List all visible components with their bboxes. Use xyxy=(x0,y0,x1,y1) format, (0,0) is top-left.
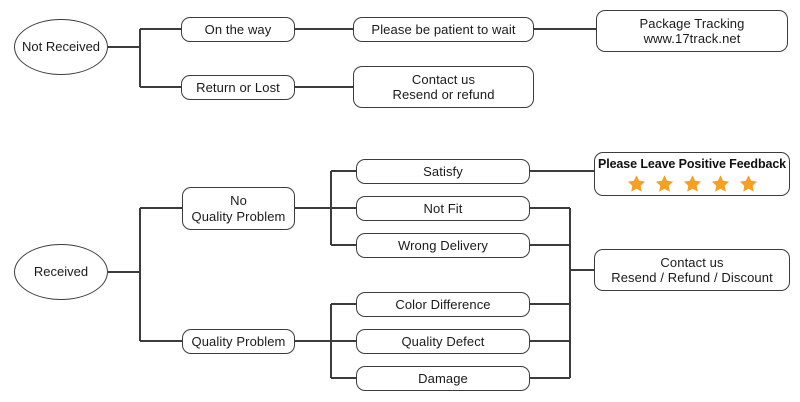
node-not-fit-label: Not Fit xyxy=(423,200,463,216)
node-quality-problem-label: Quality Problem xyxy=(191,333,286,349)
node-contact-discount-line2: Resend / Refund / Discount xyxy=(611,270,773,285)
star-icon[interactable] xyxy=(627,174,646,193)
node-package-tracking[interactable]: Package Tracking www.17track.net xyxy=(596,10,788,52)
star-rating[interactable] xyxy=(627,174,758,193)
node-contact-resend-refund-line1: Contact us xyxy=(411,71,476,87)
node-satisfy-label: Satisfy xyxy=(423,163,463,179)
node-on-the-way-label: On the way xyxy=(204,21,272,37)
node-wrong-delivery[interactable]: Wrong Delivery xyxy=(356,233,530,258)
node-contact-resend-refund-discount[interactable]: Contact us Resend / Refund / Discount xyxy=(594,249,790,291)
node-quality-problem[interactable]: Quality Problem xyxy=(182,329,295,354)
star-icon[interactable] xyxy=(711,174,730,193)
node-please-be-patient[interactable]: Please be patient to wait xyxy=(353,17,534,42)
node-color-difference-label: Color Difference xyxy=(395,296,491,312)
node-return-or-lost-label: Return or Lost xyxy=(196,79,280,95)
node-received[interactable]: Received xyxy=(14,244,108,300)
node-not-fit[interactable]: Not Fit xyxy=(356,196,530,221)
node-received-label: Received xyxy=(33,264,89,280)
node-not-received-label-line1: Not xyxy=(21,39,43,55)
star-icon[interactable] xyxy=(739,174,758,193)
node-satisfy[interactable]: Satisfy xyxy=(356,159,530,184)
node-package-tracking-title: Package Tracking xyxy=(639,15,745,31)
node-on-the-way[interactable]: On the way xyxy=(181,17,295,42)
node-quality-defect-label: Quality Defect xyxy=(401,333,485,349)
node-positive-feedback-title: Please Leave Positive Feedback xyxy=(597,157,787,172)
node-quality-defect[interactable]: Quality Defect xyxy=(356,329,530,354)
node-return-or-lost[interactable]: Return or Lost xyxy=(181,75,295,100)
node-color-difference[interactable]: Color Difference xyxy=(356,292,530,317)
star-icon[interactable] xyxy=(655,174,674,193)
node-not-received[interactable]: Not Received xyxy=(14,19,108,75)
node-please-be-patient-label: Please be patient to wait xyxy=(371,21,516,37)
node-damage-label: Damage xyxy=(418,370,468,386)
node-damage[interactable]: Damage xyxy=(356,366,530,391)
node-no-quality-problem-line1: No xyxy=(230,193,247,209)
node-no-quality-problem-line2: Quality Problem xyxy=(191,208,286,224)
node-contact-resend-refund[interactable]: Contact us Resend or refund xyxy=(353,66,534,108)
node-not-received-label-line2: Received xyxy=(45,39,101,55)
star-icon[interactable] xyxy=(683,174,702,193)
node-package-tracking-url: www.17track.net xyxy=(643,31,741,46)
node-wrong-delivery-label: Wrong Delivery xyxy=(397,237,489,253)
node-no-quality-problem[interactable]: No Quality Problem xyxy=(182,187,295,230)
node-contact-resend-refund-line2: Resend or refund xyxy=(392,87,495,102)
node-contact-discount-line1: Contact us xyxy=(660,254,724,270)
node-positive-feedback[interactable]: Please Leave Positive Feedback xyxy=(594,152,790,196)
